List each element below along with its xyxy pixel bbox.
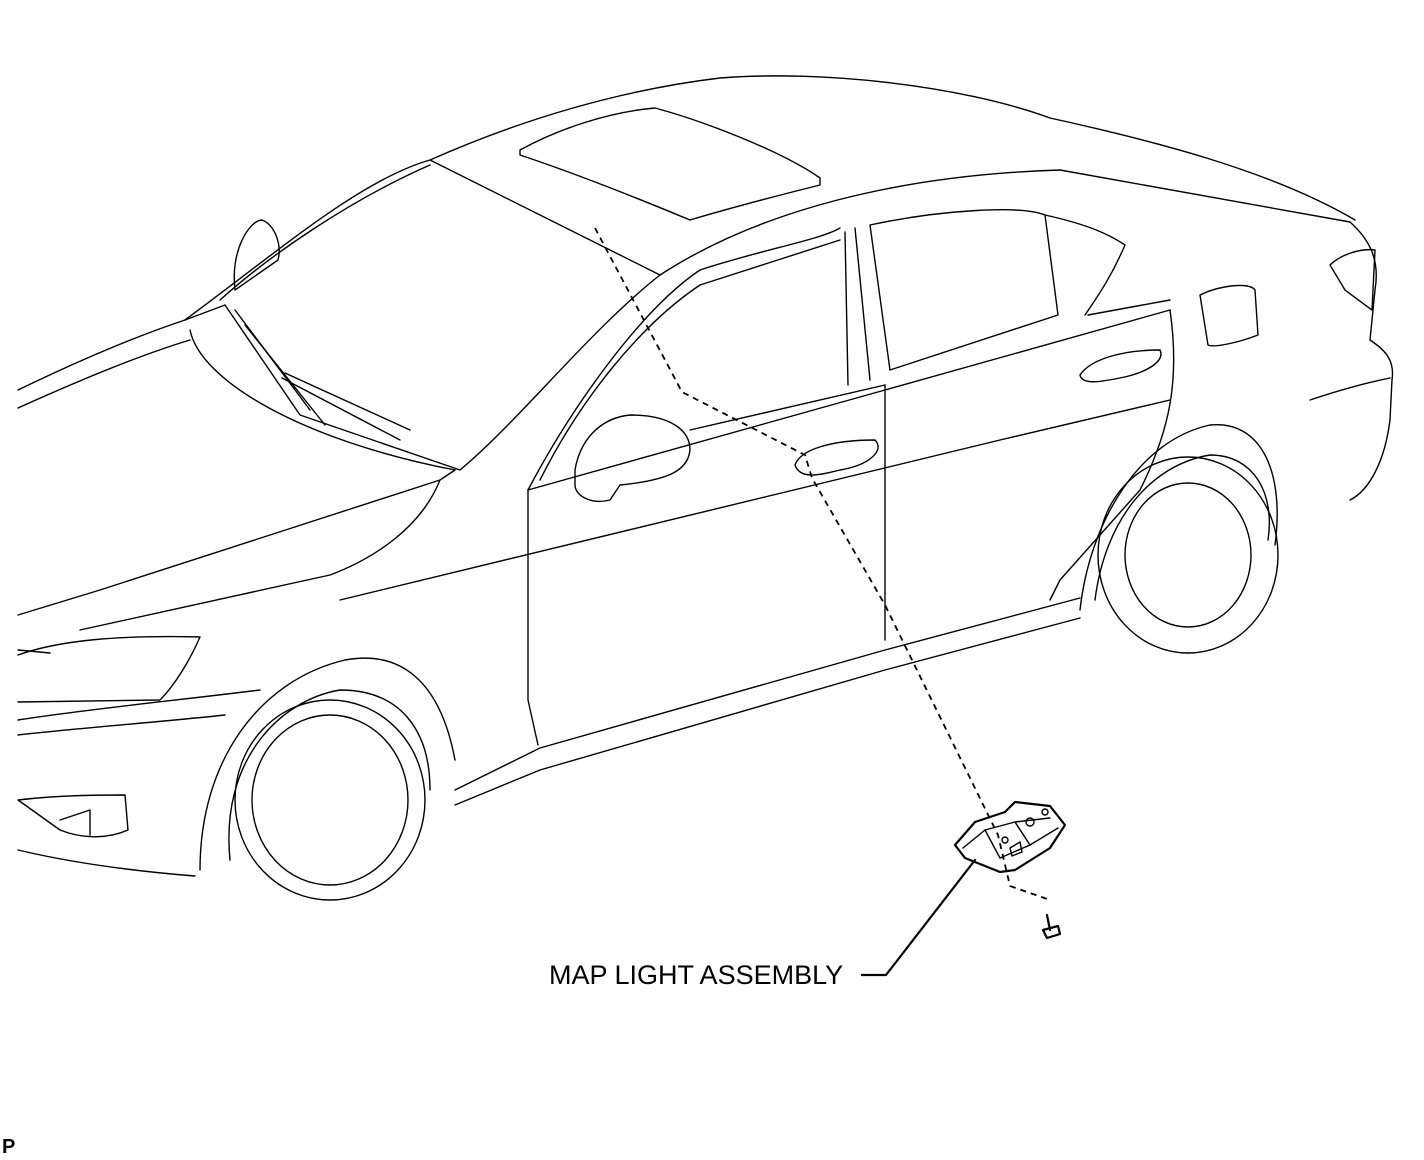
leader-line-dashed [594,227,1051,901]
map-light-assembly-icon [953,800,1067,874]
car-body-outline [17,75,1394,901]
figure-corner-code: P [2,1136,16,1158]
callout-leader-line [860,858,977,977]
map-light-assembly-label: MAP LIGHT ASSEMBLY [549,960,844,990]
screw-icon [1041,913,1062,940]
